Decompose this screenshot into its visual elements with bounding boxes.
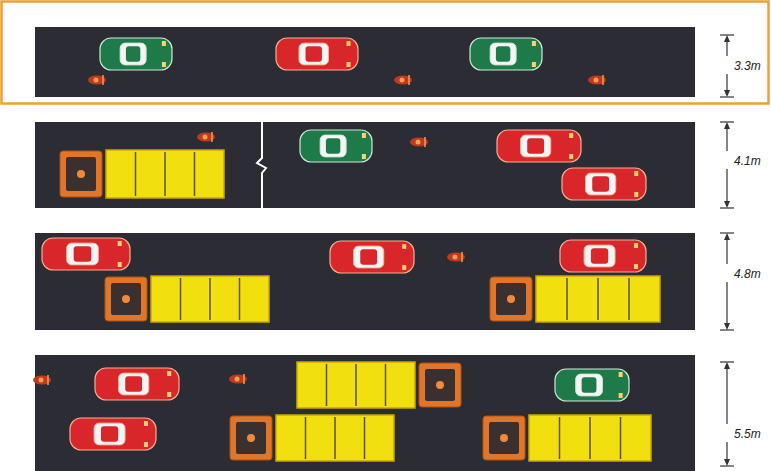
road-surface [35,355,695,471]
dimension-label: 4.8m [734,268,761,280]
dimension-label: 5.5m [734,428,761,440]
car [42,238,130,270]
car [100,38,172,70]
truck [297,362,461,408]
motorbike [410,137,428,147]
motorbike [447,252,465,262]
motorbike [33,375,51,385]
motorbike [88,75,106,85]
truck [60,150,224,198]
car [330,241,414,273]
car [470,38,542,70]
motorbike [229,374,247,384]
dimension-label: 3.3m [734,60,761,72]
car [555,369,629,401]
dimension-arrow [720,233,734,330]
car [276,38,358,70]
road-surface [35,233,695,330]
dimension-arrow [720,35,734,97]
truck [490,276,660,322]
car [562,168,646,200]
truck [483,415,651,461]
car [95,368,179,400]
dimension-arrow [720,362,734,466]
motorbike [394,75,412,85]
highlight-frame [2,2,769,104]
car [560,240,646,272]
truck [230,415,394,461]
motorbike [588,75,606,85]
motorbike [197,132,215,142]
road-surface [35,27,695,97]
car [300,130,372,162]
break-line [257,122,266,208]
car [70,418,156,450]
truck [105,276,269,322]
car [497,130,581,162]
road-surface [35,122,695,208]
dimension-arrow [720,122,734,208]
dimension-label: 4.1m [734,155,761,167]
